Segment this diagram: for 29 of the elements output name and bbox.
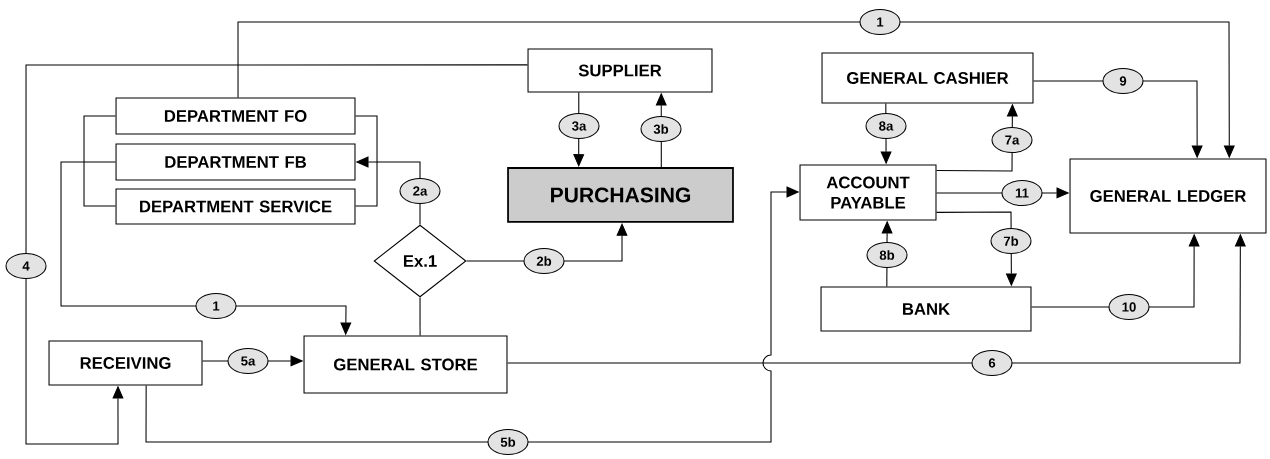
process-box: GENERAL LEDGER — [1069, 158, 1267, 234]
edge-label: 10 — [1108, 293, 1150, 320]
process-box: DEPARTMENT SERVICE — [115, 188, 356, 225]
edge-label: 8b — [866, 241, 908, 268]
arrow — [25, 64, 529, 445]
edge-label: 7a — [991, 126, 1033, 153]
edge-label: 9 — [1102, 67, 1144, 94]
process-box: DEPARTMENT FB — [115, 143, 356, 181]
edge-label: 3a — [558, 112, 600, 139]
edge-label: 1 — [859, 8, 901, 35]
edge-label: 7b — [990, 227, 1032, 254]
highlighted-box: PURCHASING — [507, 167, 734, 223]
edge-label: 2a — [399, 177, 441, 204]
edge-label: 5a — [227, 347, 269, 374]
edge-label: 11 — [1001, 179, 1043, 206]
edge-label: 8a — [865, 112, 907, 139]
edge-label: 5b — [487, 428, 529, 455]
edge-label: 3b — [640, 115, 682, 142]
process-box: BANK — [820, 286, 1032, 332]
edge-label: 2b — [523, 247, 565, 274]
edge-label: 4 — [5, 252, 47, 279]
process-box: GENERAL CASHIER — [821, 52, 1034, 104]
process-box: DEPARTMENT FO — [115, 97, 356, 135]
process-box: GENERAL STORE — [303, 335, 508, 394]
edge-label: 1 — [195, 292, 237, 319]
edge-label: 6 — [971, 349, 1013, 376]
process-box: SUPPLIER — [527, 48, 713, 93]
process-box: RECEIVING — [48, 340, 203, 386]
process-box: ACCOUNT PAYABLE — [799, 164, 937, 221]
